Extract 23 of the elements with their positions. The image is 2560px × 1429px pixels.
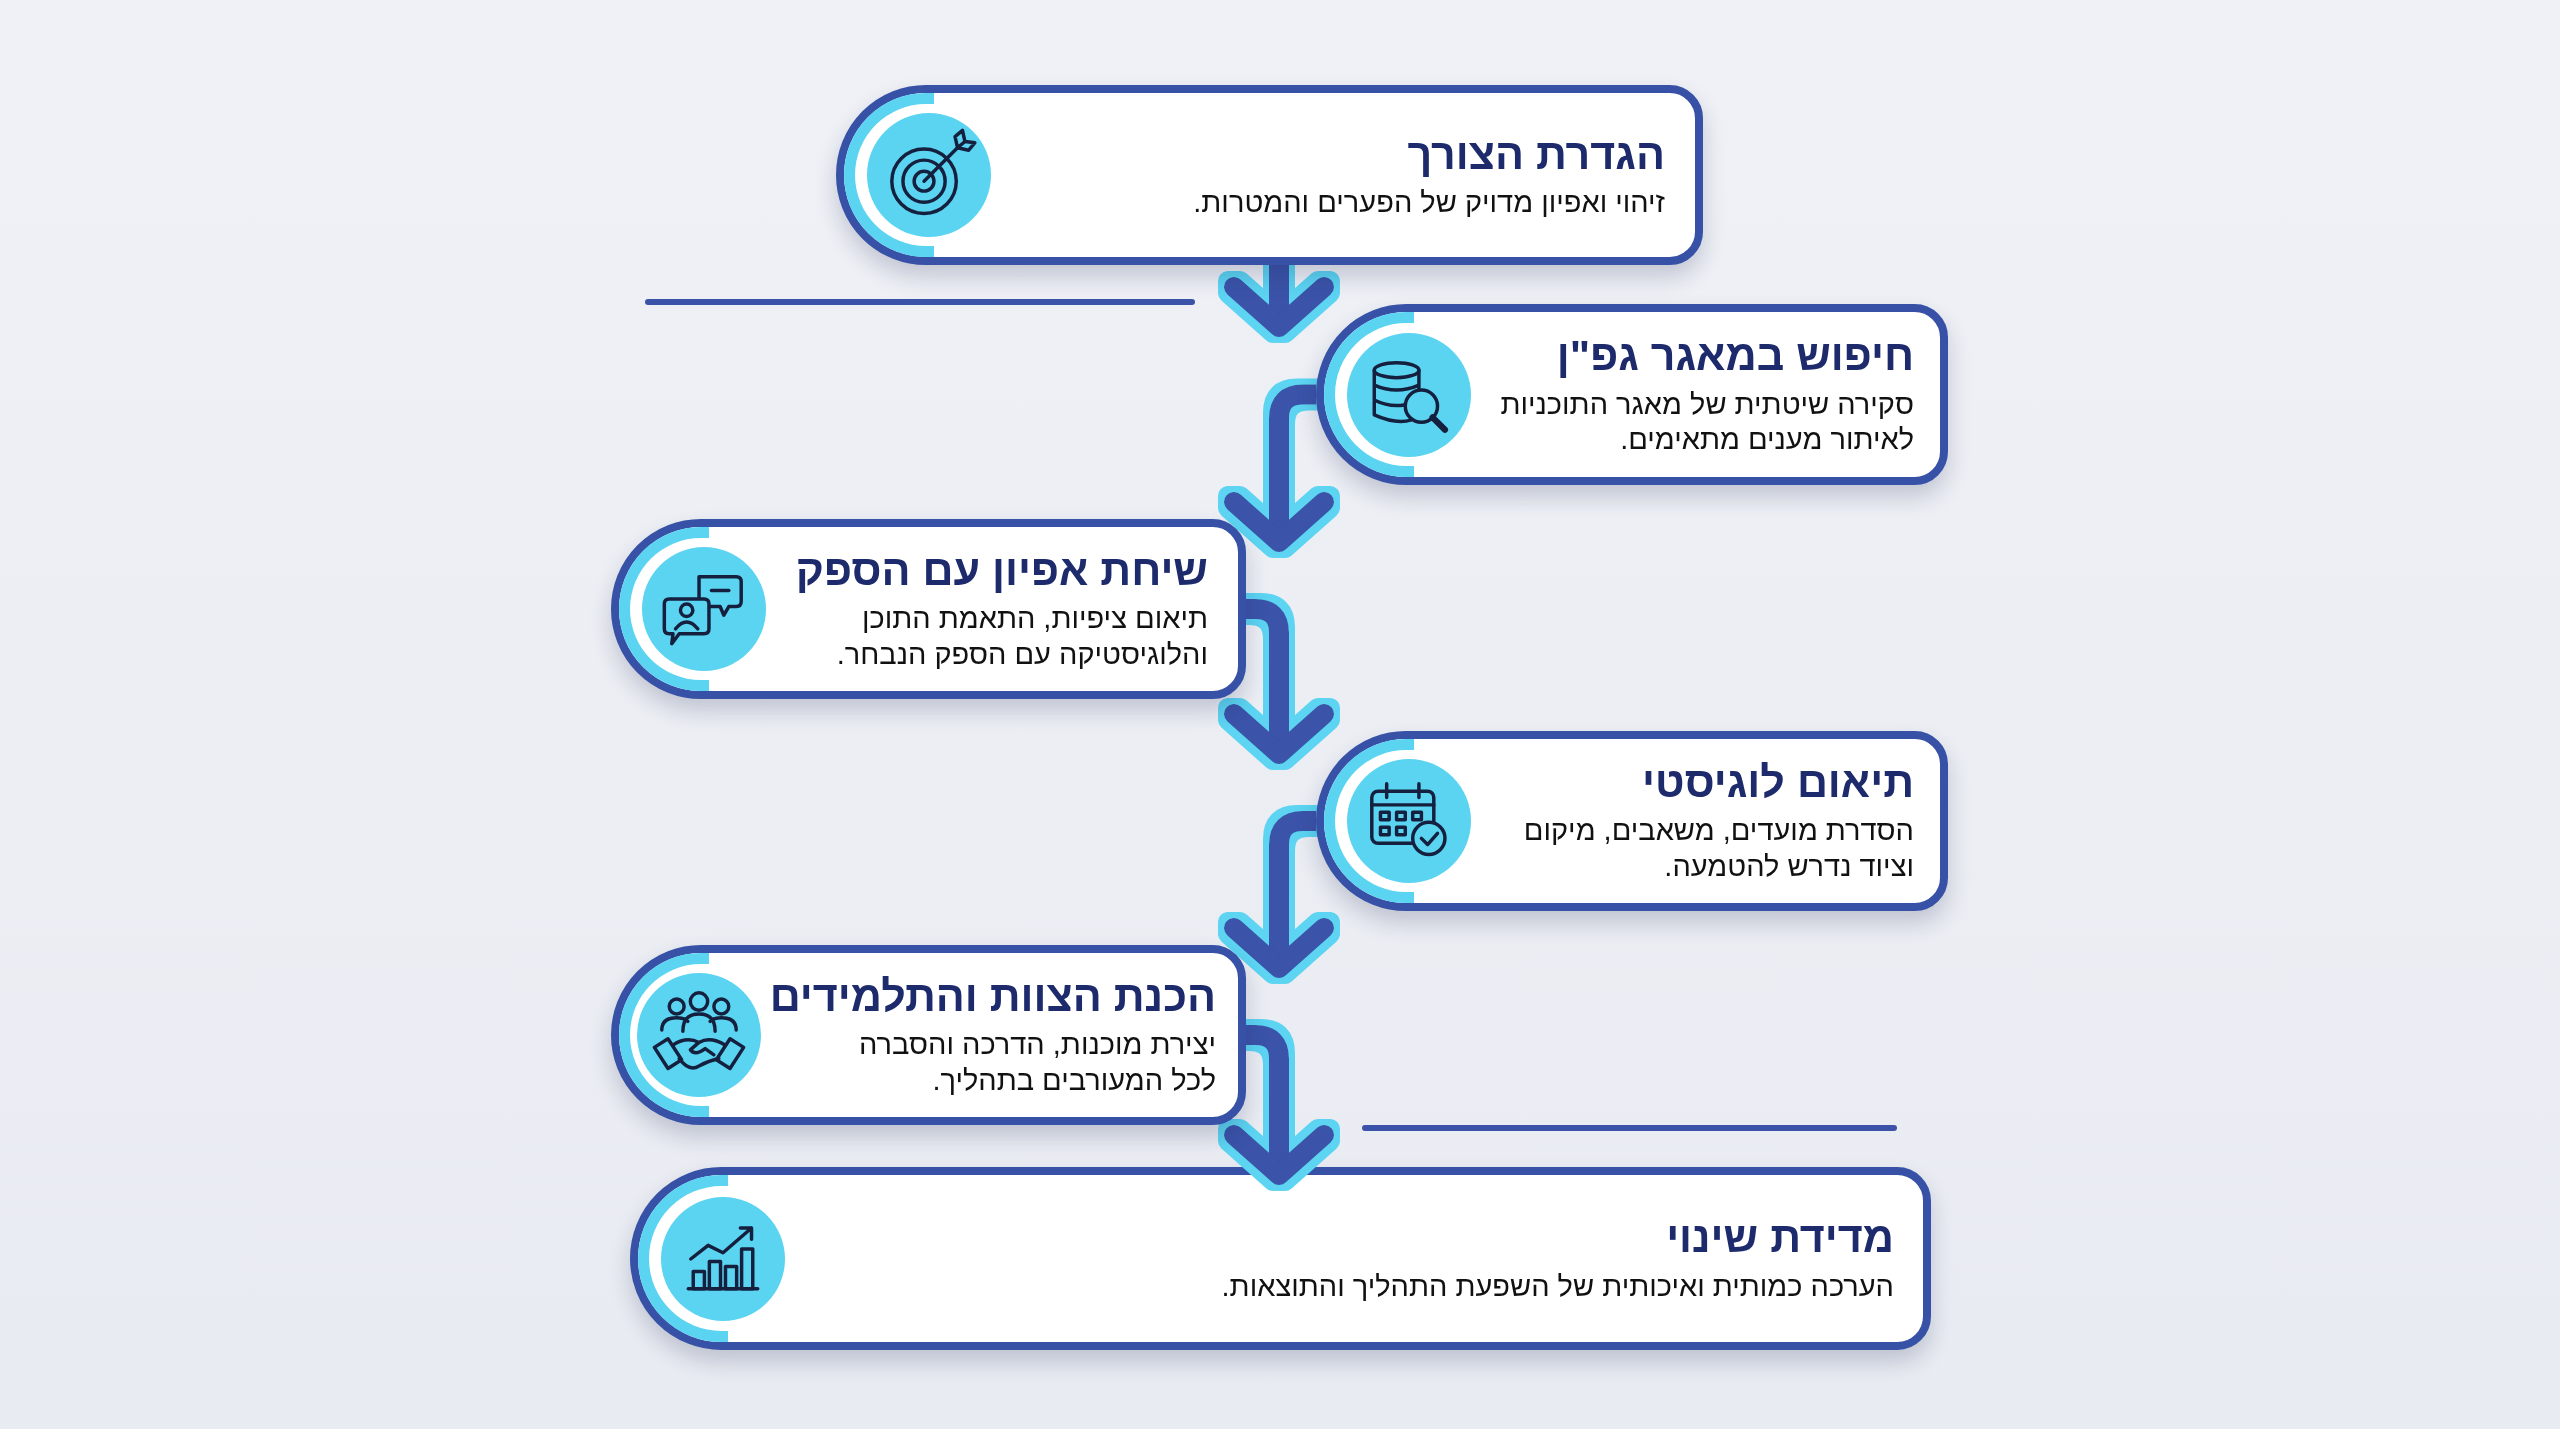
step-card: [1316, 731, 1948, 911]
step-title: חיפוש במאגר גפ"ן: [1556, 331, 1914, 381]
arrow: [1224, 384, 1334, 552]
step-title: תיאום לוגיסטי: [1642, 757, 1914, 808]
step-description: הערכה כמותית ואיכותית של השפעת התהליך והתוצאות.: [1221, 1268, 1894, 1304]
step-title: שיחת אפיון עם הספק: [795, 545, 1208, 596]
step-title: מדידת שינוי: [1666, 1213, 1894, 1263]
arrow: [1224, 599, 1334, 764]
step-description: תיאום ציפיות, התאמת התוכן והלוגיסטיקה עם הספק הנבחר.: [835, 601, 1208, 672]
arrow: [1224, 1025, 1334, 1185]
step-title: הכנת הצוות והתלמידים: [769, 971, 1216, 1022]
step-description: הסדרת מועדים, משאבים, מיקום וציוד נדרש להטמעה.: [1522, 813, 1914, 884]
step-card: [611, 945, 1246, 1125]
step-card: [1316, 304, 1948, 485]
step-description: זיהוי ואפיון מדויק של הפערים והמטרות.: [1193, 185, 1665, 221]
step-card: [836, 85, 1703, 265]
arrow: [1224, 265, 1334, 337]
step-description: סקירה שיטתית של מאגר התוכניות לאיתור מענים מתאימים.: [1499, 386, 1914, 458]
arrow: [1224, 811, 1334, 978]
step-card: [630, 1167, 1931, 1350]
step-title: הגדרת הצורך: [1407, 129, 1665, 180]
step-description: יצירת מוכנות, הדרכה והסברה לכל המעורבים בתהליך.: [858, 1027, 1216, 1098]
step-card: [611, 519, 1246, 699]
